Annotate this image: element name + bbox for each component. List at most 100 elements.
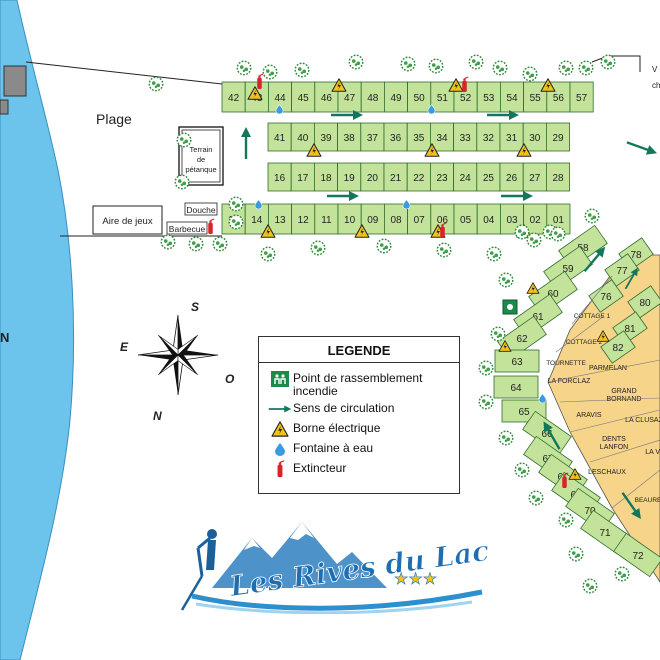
pitch-17[interactable]: 17: [290, 162, 315, 192]
pitch-36[interactable]: 36: [383, 122, 408, 152]
pitch-11[interactable]: 11: [314, 203, 339, 235]
pitch-32[interactable]: 32: [476, 122, 501, 152]
assembly-point-icon: [267, 370, 293, 388]
pitch-20[interactable]: 20: [360, 162, 385, 192]
legend-label-water: Fontaine à eau: [293, 441, 374, 455]
lake-label-fragment: N: [0, 330, 9, 345]
pitch-49[interactable]: 49: [383, 81, 408, 113]
electric-terminal-icon: [267, 420, 293, 438]
pitch-53[interactable]: 53: [476, 81, 501, 113]
svg-text:42: 42: [228, 93, 240, 104]
pitch-37[interactable]: 37: [360, 122, 385, 152]
svg-text:35: 35: [413, 133, 425, 144]
svg-text:48: 48: [367, 93, 379, 104]
pitch-21[interactable]: 21: [383, 162, 408, 192]
svg-text:45: 45: [298, 93, 310, 104]
pitch-46[interactable]: 46: [314, 81, 339, 113]
pitch-30[interactable]: 30: [522, 122, 547, 152]
pitch-28[interactable]: 28: [546, 162, 571, 192]
pitch-09[interactable]: 09: [360, 203, 385, 235]
pitch-39[interactable]: 39: [313, 122, 338, 152]
pitch-42[interactable]: 42: [221, 81, 246, 113]
pitch-07[interactable]: 07: [407, 203, 432, 235]
svg-text:44: 44: [274, 93, 286, 104]
svg-text:49: 49: [390, 93, 402, 104]
svg-text:25: 25: [483, 173, 495, 184]
pitch-45[interactable]: 45: [291, 81, 316, 113]
pitch-48[interactable]: 48: [360, 81, 385, 113]
svg-text:20: 20: [367, 173, 379, 184]
pitch-23[interactable]: 23: [429, 162, 454, 192]
playground-box: [92, 205, 163, 235]
svg-text:38: 38: [344, 133, 356, 144]
playground-label: Aire de jeux: [102, 216, 152, 227]
svg-text:06: 06: [437, 215, 449, 226]
inner-area-label: COTTAGE 2: [566, 339, 603, 346]
svg-text:14: 14: [251, 215, 263, 226]
compass-south: S: [191, 300, 199, 314]
pitch-51[interactable]: 51: [430, 81, 455, 113]
inner-area-label: LA VE: [645, 449, 660, 456]
pitch-24[interactable]: 24: [453, 162, 478, 192]
legend-label-traffic: Sens de circulation: [293, 401, 395, 415]
pitch-33[interactable]: 33: [453, 122, 478, 152]
boundary-line-right: [591, 55, 641, 72]
svg-text:34: 34: [436, 133, 448, 144]
pitch-25[interactable]: 25: [476, 162, 501, 192]
boundary-line-top: [25, 61, 223, 85]
pitch-38[interactable]: 38: [337, 122, 362, 152]
svg-text:65: 65: [518, 407, 530, 418]
svg-text:58: 58: [577, 243, 589, 254]
pitch-41[interactable]: 41: [267, 122, 292, 152]
pitch-08[interactable]: 08: [383, 203, 408, 235]
pitch-12[interactable]: 12: [291, 203, 316, 235]
svg-text:63: 63: [511, 357, 523, 368]
pitch-72[interactable]: 72: [613, 532, 660, 578]
pitch-13[interactable]: 13: [267, 203, 292, 235]
pitch-27[interactable]: 27: [522, 162, 547, 192]
pitch-64[interactable]: 64: [493, 375, 539, 399]
pitch-19[interactable]: 19: [337, 162, 362, 192]
logo-brand: Les Rives du Lac: [227, 534, 490, 603]
pitch-40[interactable]: 40: [290, 122, 315, 152]
svg-text:31: 31: [506, 133, 518, 144]
pitch-50[interactable]: 50: [407, 81, 432, 113]
inner-area-label: BEAURE: [635, 497, 660, 504]
svg-text:61: 61: [532, 312, 544, 323]
svg-text:09: 09: [367, 215, 379, 226]
pitch-82[interactable]: 82: [600, 330, 636, 364]
pitch-31[interactable]: 31: [499, 122, 524, 152]
pitch-57[interactable]: 57: [569, 81, 594, 113]
pitch-04[interactable]: 04: [476, 203, 501, 235]
svg-text:26: 26: [506, 173, 518, 184]
pitch-80[interactable]: 80: [627, 285, 660, 319]
svg-text:08: 08: [390, 215, 402, 226]
svg-text:64: 64: [510, 383, 522, 394]
pitch-18[interactable]: 18: [313, 162, 338, 192]
pitch-26[interactable]: 26: [499, 162, 524, 192]
pitch-29[interactable]: 29: [546, 122, 571, 152]
pitch-63[interactable]: 63: [494, 349, 540, 373]
svg-text:22: 22: [413, 173, 425, 184]
svg-text:17: 17: [297, 173, 309, 184]
top-right-fragment-2: ch: [652, 81, 660, 90]
beach-label: Plage: [96, 111, 132, 127]
inner-area-label: LA FORCLAZ: [548, 378, 592, 385]
pitch-54[interactable]: 54: [499, 81, 524, 113]
pitch-35[interactable]: 35: [406, 122, 431, 152]
pitch-22[interactable]: 22: [406, 162, 431, 192]
svg-text:29: 29: [552, 133, 564, 144]
svg-text:04: 04: [483, 215, 495, 226]
svg-text:77: 77: [616, 266, 628, 277]
svg-text:37: 37: [367, 133, 379, 144]
inner-area-label: COTTAGE 1: [574, 313, 611, 320]
svg-text:03: 03: [506, 215, 518, 226]
traffic-arrow-icon: [240, 126, 252, 160]
pitch-10[interactable]: 10: [337, 203, 362, 235]
pitch-76[interactable]: 76: [588, 279, 624, 313]
pitch-05[interactable]: 05: [453, 203, 478, 235]
pitch-16[interactable]: 16: [267, 162, 292, 192]
legend-title: LEGENDE: [259, 337, 459, 363]
